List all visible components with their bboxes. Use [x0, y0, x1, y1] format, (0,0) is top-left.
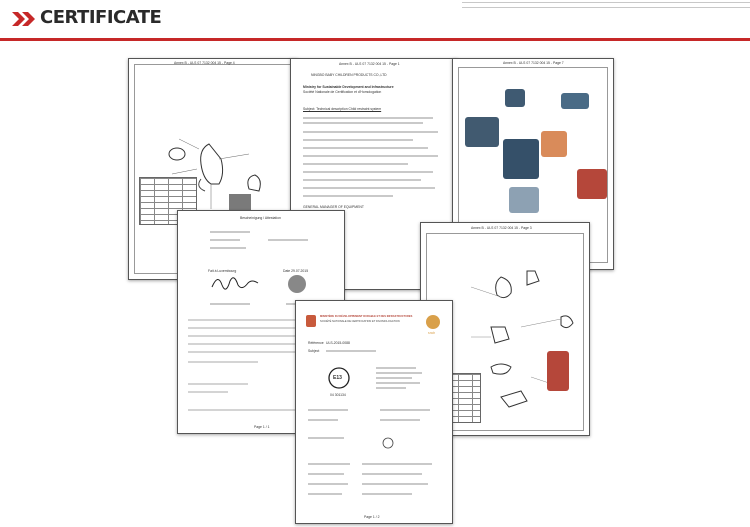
- text-line: [308, 463, 350, 465]
- subject-line: Subject: Technical description Child res…: [303, 107, 382, 111]
- snch-logo: [426, 315, 440, 329]
- header-decor-lines: [462, 2, 750, 8]
- attestation-title: Bescheinigung / Attestation: [240, 216, 281, 220]
- signatory-line: GENERAL MANAGER OF EQUIPMENT: [303, 205, 364, 209]
- signature-icon: [211, 277, 259, 290]
- text-line: [188, 319, 338, 321]
- text-line: [303, 131, 438, 133]
- seat-photo-red: [577, 169, 607, 199]
- approval-number: 04 301134: [330, 393, 346, 397]
- text-line: [210, 231, 250, 233]
- text-line: [188, 335, 328, 337]
- page-label: Annex B - ULS 07 7132 004 15 - Page 1: [339, 62, 400, 66]
- seat-photo-base: [503, 139, 539, 179]
- text-line: [210, 247, 246, 249]
- seat-photo-mid: [465, 117, 499, 147]
- page-label: Page 1 / 2: [364, 515, 380, 519]
- text-line: [308, 493, 342, 495]
- text-line: [188, 327, 334, 329]
- text-line: [303, 195, 393, 197]
- approval-mark-label: E13: [333, 375, 342, 381]
- text-line: [376, 382, 420, 384]
- text-line: [303, 139, 413, 141]
- text-line: [303, 187, 435, 189]
- text-line: [326, 350, 376, 352]
- text-line: [308, 473, 344, 475]
- text-line: [376, 387, 406, 389]
- text-line: [362, 493, 412, 495]
- e13-approval-mark-icon: [328, 367, 350, 389]
- text-line: [380, 419, 420, 421]
- text-line: [308, 437, 344, 439]
- section-title: CERTIFICATE: [40, 7, 162, 28]
- small-mark-icon: [382, 437, 394, 449]
- text-line: [303, 122, 423, 124]
- text-line: [268, 239, 308, 241]
- ministry-subheading: Société Nationale de Certification et d'…: [303, 90, 382, 94]
- seat-photo-shell: [509, 187, 539, 213]
- reference-label: Référence: [308, 341, 324, 345]
- text-line: [303, 179, 421, 181]
- text-line: [188, 361, 258, 363]
- text-line: [376, 377, 412, 379]
- reference-value: ULS-2015-0088: [326, 341, 350, 345]
- subject-label: Subject: [308, 349, 320, 353]
- text-line: [308, 419, 338, 421]
- text-line: [303, 147, 428, 149]
- page-label: Page 1 / 1: [254, 425, 270, 429]
- stamp-seal: [288, 275, 306, 293]
- text-line: [376, 367, 416, 369]
- company-line: NINGBO BABY CHILDREN PRODUCTS CO.,LTD: [311, 73, 387, 77]
- page-label: Annex B - ULS 07 7132 004 15 - Page 3: [471, 226, 532, 230]
- text-line: [308, 483, 348, 485]
- certificate-main: MINISTÈRE DU DÉVELOPPEMENT DURABLE ET DE…: [295, 300, 453, 524]
- text-line: [303, 171, 433, 173]
- seat-photo-top: [505, 89, 525, 107]
- text-line: [210, 303, 250, 305]
- text-line: [188, 409, 338, 411]
- text-line: [362, 463, 432, 465]
- label-photo: [541, 131, 567, 157]
- text-line: [188, 391, 228, 393]
- lion-crest-icon: [306, 315, 316, 327]
- seat-photo-top-2: [561, 93, 589, 109]
- text-line: [188, 383, 248, 385]
- snch-logo-text: snch: [428, 331, 436, 335]
- text-line: [380, 409, 430, 411]
- agency-name: SOCIÉTÉ NATIONALE DE CERTIFICATION ET D'…: [320, 320, 400, 323]
- text-line: [303, 155, 438, 157]
- header-rule: [0, 38, 750, 41]
- text-line: [303, 117, 433, 119]
- drawing-lines: [470, 270, 574, 408]
- authority-name: MINISTÈRE DU DÉVELOPPEMENT DURABLE ET DE…: [320, 315, 413, 318]
- ministry-heading: Ministry for Sustainable Development and…: [303, 85, 394, 89]
- text-line: [210, 239, 240, 241]
- page-label: Annex B - ULS 07 7132 004 15 - Page 4: [174, 61, 235, 65]
- sign-date: Date 29.07.2015: [283, 269, 309, 273]
- page-label: Annex B - ULS 07 7132 004 15 - Page 7: [503, 61, 564, 65]
- section-header: CERTIFICATE: [0, 0, 750, 42]
- double-chevron-icon: [12, 12, 35, 26]
- text-line: [362, 483, 428, 485]
- text-line: [303, 163, 408, 165]
- text-line: [308, 409, 348, 411]
- sign-place: Fait à Luxembourg: [208, 269, 237, 273]
- text-line: [188, 343, 336, 345]
- seat-photo-red: [547, 351, 569, 391]
- text-line: [188, 351, 298, 353]
- drawing-lines: [168, 138, 261, 209]
- text-line: [362, 473, 422, 475]
- text-line: [376, 372, 422, 374]
